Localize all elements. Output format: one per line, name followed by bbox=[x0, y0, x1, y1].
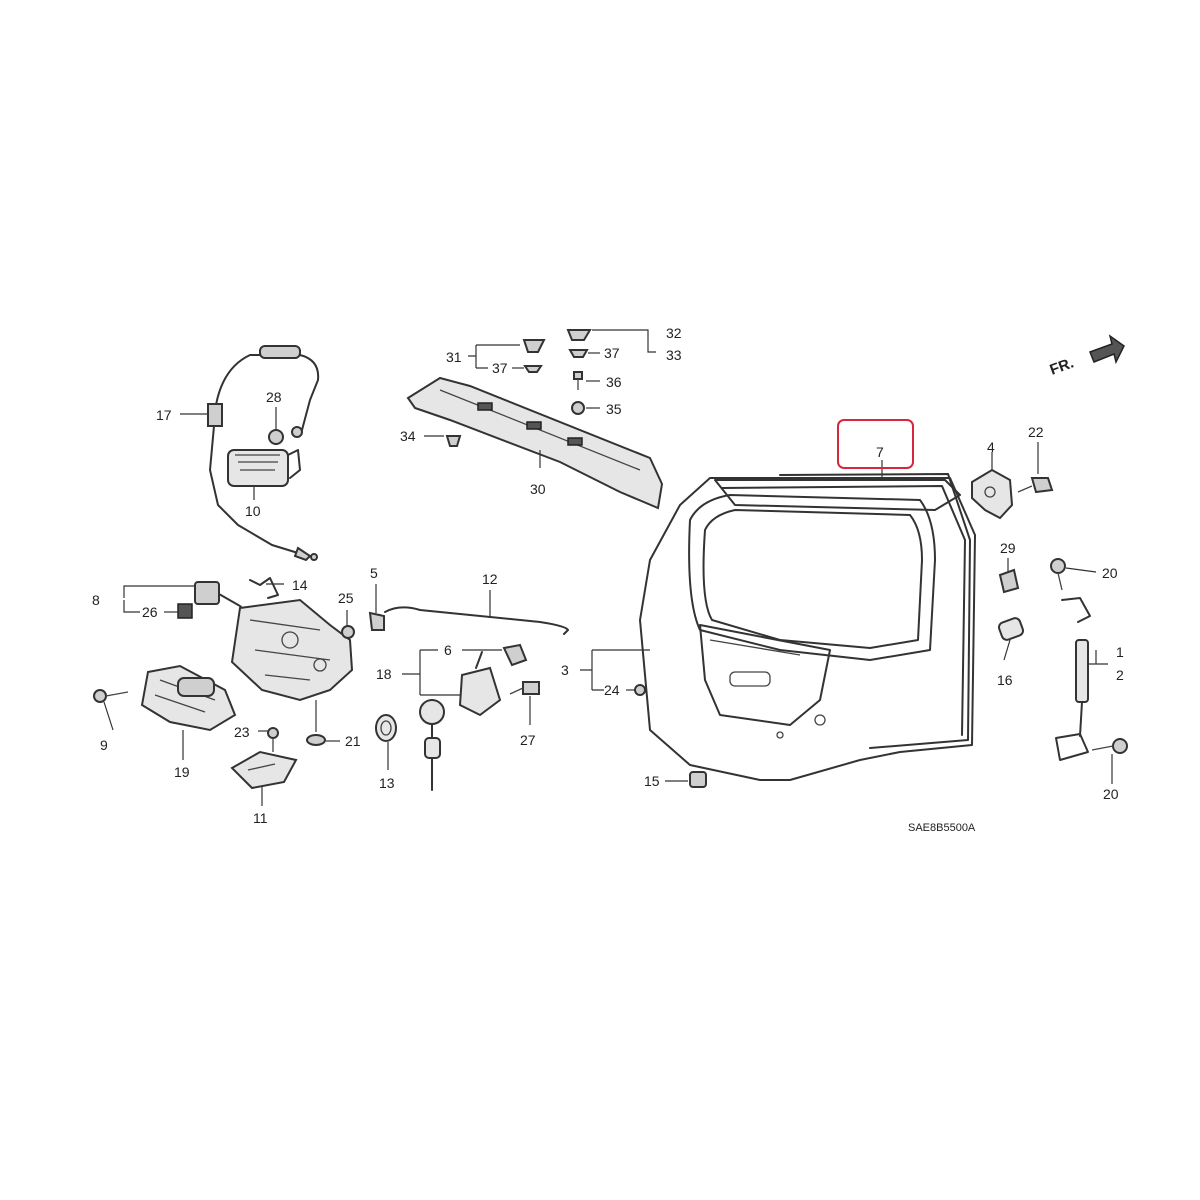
front-label: FR. bbox=[1048, 355, 1077, 379]
gas-strut-part bbox=[1050, 558, 1128, 761]
callout-23: 23 bbox=[234, 724, 250, 740]
tailgate-opener-switch-part bbox=[227, 449, 301, 487]
callout-16: 16 bbox=[997, 672, 1013, 688]
nut-28-part bbox=[268, 429, 284, 445]
callout-13: 13 bbox=[379, 775, 395, 791]
callout-34: 34 bbox=[400, 428, 416, 444]
callout-19: 19 bbox=[174, 764, 190, 780]
lock-cylinder-part bbox=[419, 643, 528, 791]
lock-rod-part bbox=[384, 606, 569, 635]
callout-25: 25 bbox=[338, 590, 354, 606]
callout-33: 33 bbox=[666, 347, 682, 363]
callout-29: 29 bbox=[1000, 540, 1016, 556]
release-cable-part bbox=[207, 345, 320, 562]
callout-20-top: 20 bbox=[1102, 565, 1118, 581]
clip-15-part bbox=[689, 771, 707, 788]
callout-11: 11 bbox=[253, 810, 268, 826]
grommet-13-part bbox=[375, 714, 397, 742]
callout-8: 8 bbox=[92, 592, 100, 608]
callout-6: 6 bbox=[444, 642, 452, 658]
tailgate-panel-part bbox=[639, 477, 976, 781]
highlight-box-7 bbox=[837, 419, 914, 469]
callout-28: 28 bbox=[266, 389, 282, 405]
callout-5: 5 bbox=[370, 565, 378, 581]
callout-17: 17 bbox=[156, 407, 172, 423]
callout-9: 9 bbox=[100, 737, 108, 753]
callout-24: 24 bbox=[604, 682, 620, 698]
callout-1: 1 bbox=[1116, 644, 1124, 660]
callout-27: 27 bbox=[520, 732, 536, 748]
bumper-29-part bbox=[998, 568, 1020, 594]
stopper-16-part bbox=[997, 617, 1025, 641]
front-direction-indicator: FR. bbox=[1048, 334, 1125, 379]
callout-10: 10 bbox=[245, 503, 261, 519]
callout-26: 26 bbox=[142, 604, 158, 620]
striker-part bbox=[230, 727, 298, 790]
tailgate-hinge-part bbox=[971, 468, 1054, 520]
weatherstrip-part bbox=[779, 473, 971, 749]
callout-35: 35 bbox=[606, 401, 622, 417]
callout-21: 21 bbox=[345, 733, 361, 749]
callout-18: 18 bbox=[376, 666, 392, 682]
callout-2: 2 bbox=[1116, 667, 1124, 683]
callout-3: 3 bbox=[561, 662, 569, 678]
callout-4: 4 bbox=[987, 439, 995, 455]
callout-37-right: 37 bbox=[604, 345, 620, 361]
latch-assembly-part bbox=[177, 577, 385, 702]
callout-22: 22 bbox=[1028, 424, 1044, 440]
callout-20-bottom: 20 bbox=[1103, 786, 1119, 802]
callout-37-left: 37 bbox=[492, 360, 508, 376]
callout-12: 12 bbox=[482, 571, 498, 587]
actuator-part bbox=[93, 664, 237, 732]
callout-30: 30 bbox=[530, 481, 546, 497]
callout-14: 14 bbox=[292, 577, 308, 593]
spoiler-fasteners bbox=[445, 329, 592, 447]
leader-lines bbox=[103, 329, 1113, 806]
callout-7: 7 bbox=[876, 444, 884, 460]
callout-32: 32 bbox=[666, 325, 682, 341]
bolt-21-part bbox=[306, 700, 326, 746]
callout-31: 31 bbox=[446, 349, 462, 365]
rear-spoiler-part bbox=[406, 376, 664, 510]
diagram-code: SAE8B5500A bbox=[908, 822, 976, 834]
nut-24-part bbox=[634, 684, 646, 696]
bolt-27-part bbox=[509, 681, 540, 695]
callout-36: 36 bbox=[606, 374, 622, 390]
callout-labels: 1 2 3 4 5 6 7 8 9 10 11 12 13 14 15 16 1… bbox=[92, 325, 1124, 834]
callout-15: 15 bbox=[644, 773, 660, 789]
